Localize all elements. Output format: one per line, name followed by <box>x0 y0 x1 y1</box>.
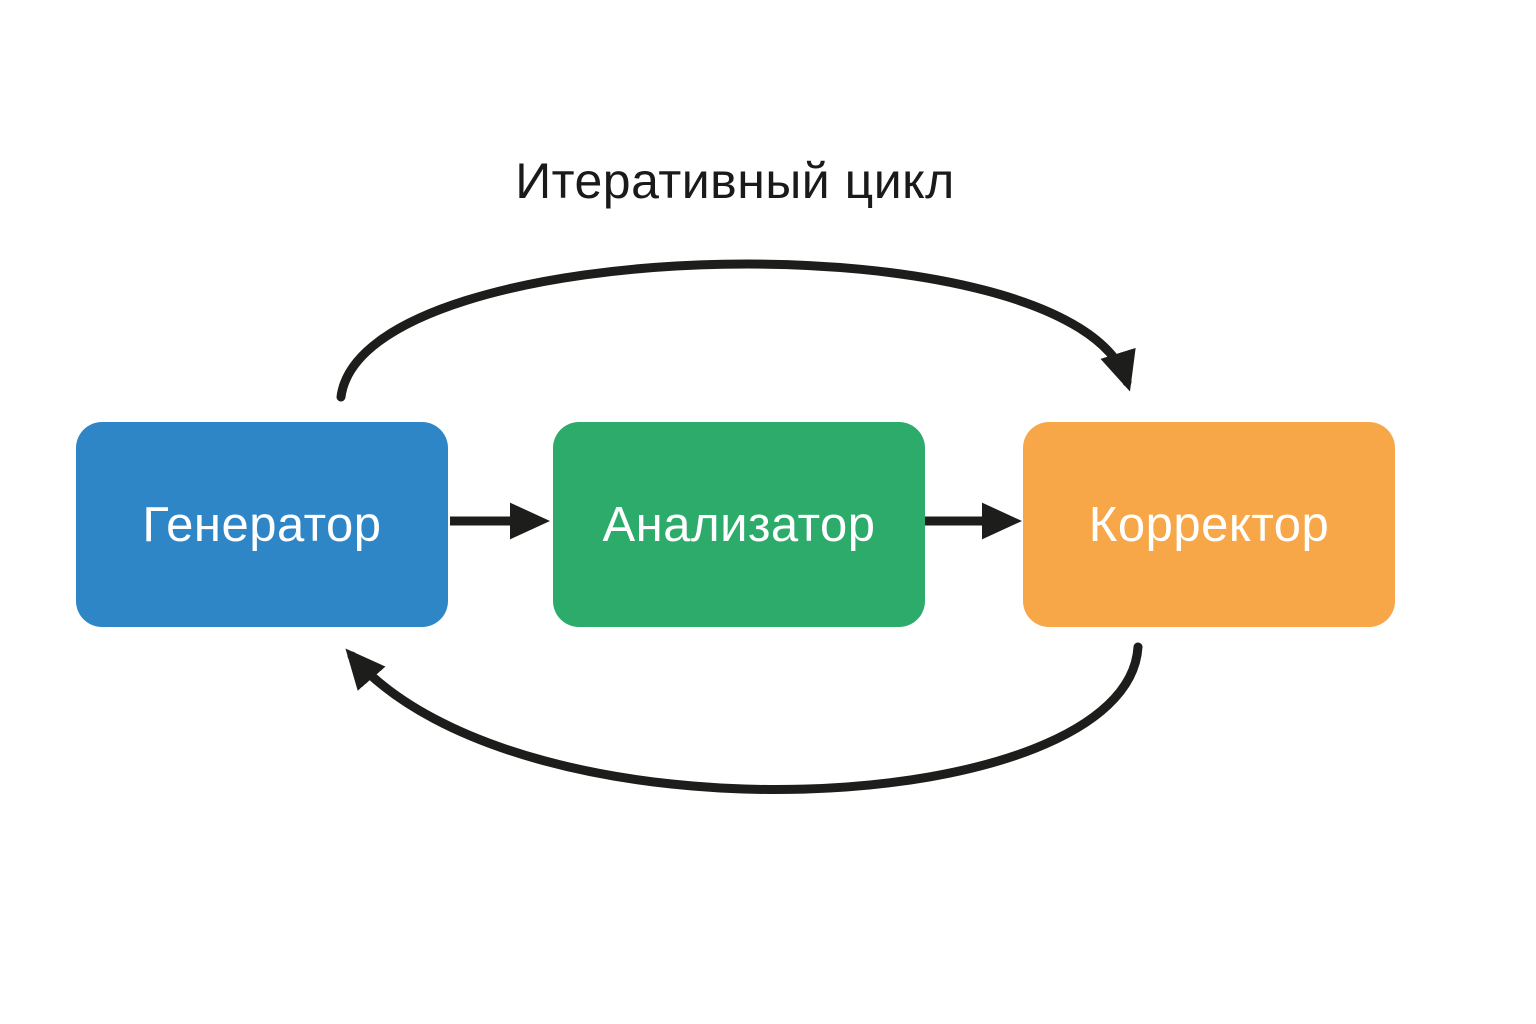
diagram-title: Итеративный цикл <box>515 153 955 209</box>
node-analyzer-label: Анализатор <box>602 497 876 552</box>
node-corrector: Корректор <box>1023 422 1395 627</box>
cycle-top-arc-arrow <box>336 259 1136 402</box>
cycle-bottom-arc-arrow <box>345 642 1143 794</box>
node-generator-label: Генератор <box>142 497 382 552</box>
node-corrector-label: Корректор <box>1088 497 1330 552</box>
node-generator: Генератор <box>76 422 448 627</box>
node-analyzer: Анализатор <box>553 422 925 627</box>
